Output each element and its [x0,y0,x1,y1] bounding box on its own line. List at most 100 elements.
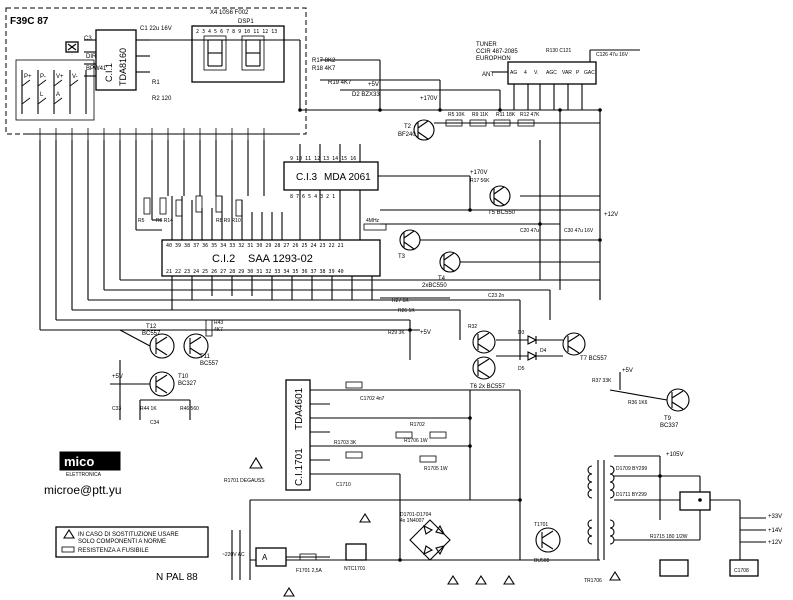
svg-text:R17 56K: R17 56K [470,178,490,184]
svg-text:C1702 4n7: C1702 4n7 [360,396,385,402]
svg-text:D2 BZX33: D2 BZX33 [352,92,380,98]
svg-text:T4: T4 [438,276,446,282]
svg-text:2 3 4 5 6 7 8 9 10 11 12 13: 2 3 4 5 6 7 8 9 10 11 12 13 [196,29,277,35]
svg-text:R5: R5 [138,218,145,224]
svg-text:C34: C34 [150,420,159,426]
svg-text:R11 18K: R11 18K [496,112,516,118]
svg-text:BC557: BC557 [200,361,219,367]
tuner-pin-4: 4 [524,70,527,76]
junction-dots [298,108,702,562]
svg-text:T5 BC550: T5 BC550 [488,210,516,216]
net-plus33v: +33V [768,514,782,520]
lower-left-wiring: R43 4K7 +5V C33 R44 1K R46 560 C34 [110,319,223,426]
svg-text:ANT: ANT [482,72,494,78]
ic2-ref: C.I.2 [212,253,235,265]
svg-text:T7 BC557: T7 BC557 [580,356,608,362]
legend-line1: IN CASO DI SOSTITUZIONE USARE [78,532,179,538]
ic1701-tda4601: C.I.1701 TDA4601 [285,379,330,491]
svg-text:D4: D4 [540,348,547,354]
svg-text:R17 8K2: R17 8K2 [312,58,336,64]
svg-text:R8 R9 R10: R8 R9 R10 [216,218,241,224]
diode-cluster: D3 D4 D5 [496,330,563,372]
tuner-block: TUNER CCIR 487-2085 EUROPHON AG 4 V. AGC… [476,42,640,110]
pal-standard-label: N PAL 88 [156,572,198,583]
svg-text:T6 2x BC557: T6 2x BC557 [470,384,506,390]
company-subtitle: ELETTRONICA [66,472,102,478]
svg-text:C1710: C1710 [336,482,351,488]
transistor-t7: T6 2x BC557 [470,356,506,390]
transistor-t8: T7 BC557 [562,332,608,362]
transistor-t5: T5 BC550 [488,185,516,216]
tuner-pin-agc: AGC [546,70,557,76]
display-part: X4 10S6 F002 [210,10,249,16]
svg-text:T1701: T1701 [534,522,548,528]
svg-text:4x 1N4007: 4x 1N4007 [400,518,424,524]
svg-text:C23 2n: C23 2n [488,293,504,299]
ic2-part: SAA 1293-02 [248,253,313,265]
transistor-t12: T12 BC557 [142,324,175,359]
lower-mid-wiring [300,280,601,360]
ic1-part: TDA8160 [118,48,128,86]
tuner-subtitle: CCIR 487-2085 [476,49,518,55]
svg-text:R26 1K: R26 1K [398,308,415,314]
svg-text:BF240: BF240 [398,132,416,138]
tuner-note: EUROPHON [476,56,511,62]
connector-row [28,128,300,140]
svg-text:T2: T2 [404,124,412,130]
svg-text:D1709 BY299: D1709 BY299 [616,466,647,472]
svg-text:T3: T3 [398,254,406,260]
svg-text:2xBC550: 2xBC550 [422,283,447,289]
company-logo-text: mico [64,454,94,469]
transistor-t11: T11 BC557 [183,333,219,367]
svg-text:NTC1701: NTC1701 [344,566,366,572]
svg-text:R18 4K7: R18 4K7 [312,66,336,72]
svg-text:R46 560: R46 560 [180,406,199,412]
svg-text:R1705 1W: R1705 1W [424,466,448,472]
svg-text:D5: D5 [518,366,525,372]
transistor-t2: T2 BF240 [398,119,435,141]
net-plus5v-right: +5V [622,368,633,374]
company-logo: mico ELETTRONICA [59,451,121,478]
svg-text:P-: P- [40,74,46,80]
svg-text:T11: T11 [200,354,211,360]
svg-text:BC557: BC557 [142,331,161,337]
svg-text:BC337: BC337 [660,423,679,429]
svg-text:R37 33K: R37 33K [592,378,612,384]
svg-text:21 22 23 24 25 26 27 28 29 30: 21 22 23 24 25 26 27 28 29 30 31 32 33 3… [166,269,344,275]
legend-line3: RESISTENZA A FUSIBILE [78,548,149,554]
net-plus12v-psu: +12V [768,540,782,546]
svg-text:R29 3K: R29 3K [388,330,405,336]
transistor-t10: T10 BC327 [149,371,197,397]
tuner-pin-gac: GAC [584,70,595,76]
svg-text:BC327: BC327 [178,381,197,387]
mains-input: A F1701 2,5A ~220V AC NTC1701 R1701 DEGA… [222,456,367,580]
tuner-pin-p: P [576,70,580,76]
svg-text:C1 22u 16V: C1 22u 16V [140,26,172,32]
net-plus170v: +170V [420,96,438,102]
svg-text:D3: D3 [518,330,525,336]
svg-text:BU508: BU508 [534,558,550,564]
svg-text:D1701-D1704: D1701-D1704 [400,512,431,518]
tuner-pin-v: V. [534,70,538,76]
resistor-row-top: R5 10K R9 11K R11 18K R12 47K +170V [420,96,600,127]
svg-text:40 39 38 37 36 35 34 33 32 31: 40 39 38 37 36 35 34 33 32 31 30 29 28 2… [166,243,344,249]
ic1-ref: C.I.1 [104,63,114,82]
display-ref: DSP1 [238,19,254,25]
svg-text:R1702: R1702 [410,422,425,428]
svg-text:R12 47K: R12 47K [520,112,540,118]
svg-text:R27 1K: R27 1K [392,298,409,304]
svg-text:R9 11K: R9 11K [472,112,489,118]
svg-text:C20 47u: C20 47u [520,228,539,234]
svg-text:R1706 1W: R1706 1W [404,438,428,444]
transistor-t4: T4 2xBC550 [422,251,461,289]
svg-text:T12: T12 [146,324,157,330]
svg-text:9 10 11 12 13 14 15 16: 9 10 11 12 13 14 15 16 [290,156,356,162]
ic1701-ref: C.I.1701 [294,448,305,486]
svg-text:R32: R32 [468,324,477,330]
svg-text:R1: R1 [152,80,160,86]
svg-text:R2 120: R2 120 [152,96,172,102]
svg-text:+5V: +5V [112,374,123,380]
legend-line2: SOLO COMPONENTI A NORME [78,539,166,545]
company-email: microe@ptt.yu [44,483,122,497]
svg-text:C126 47u 16V: C126 47u 16V [596,52,629,58]
